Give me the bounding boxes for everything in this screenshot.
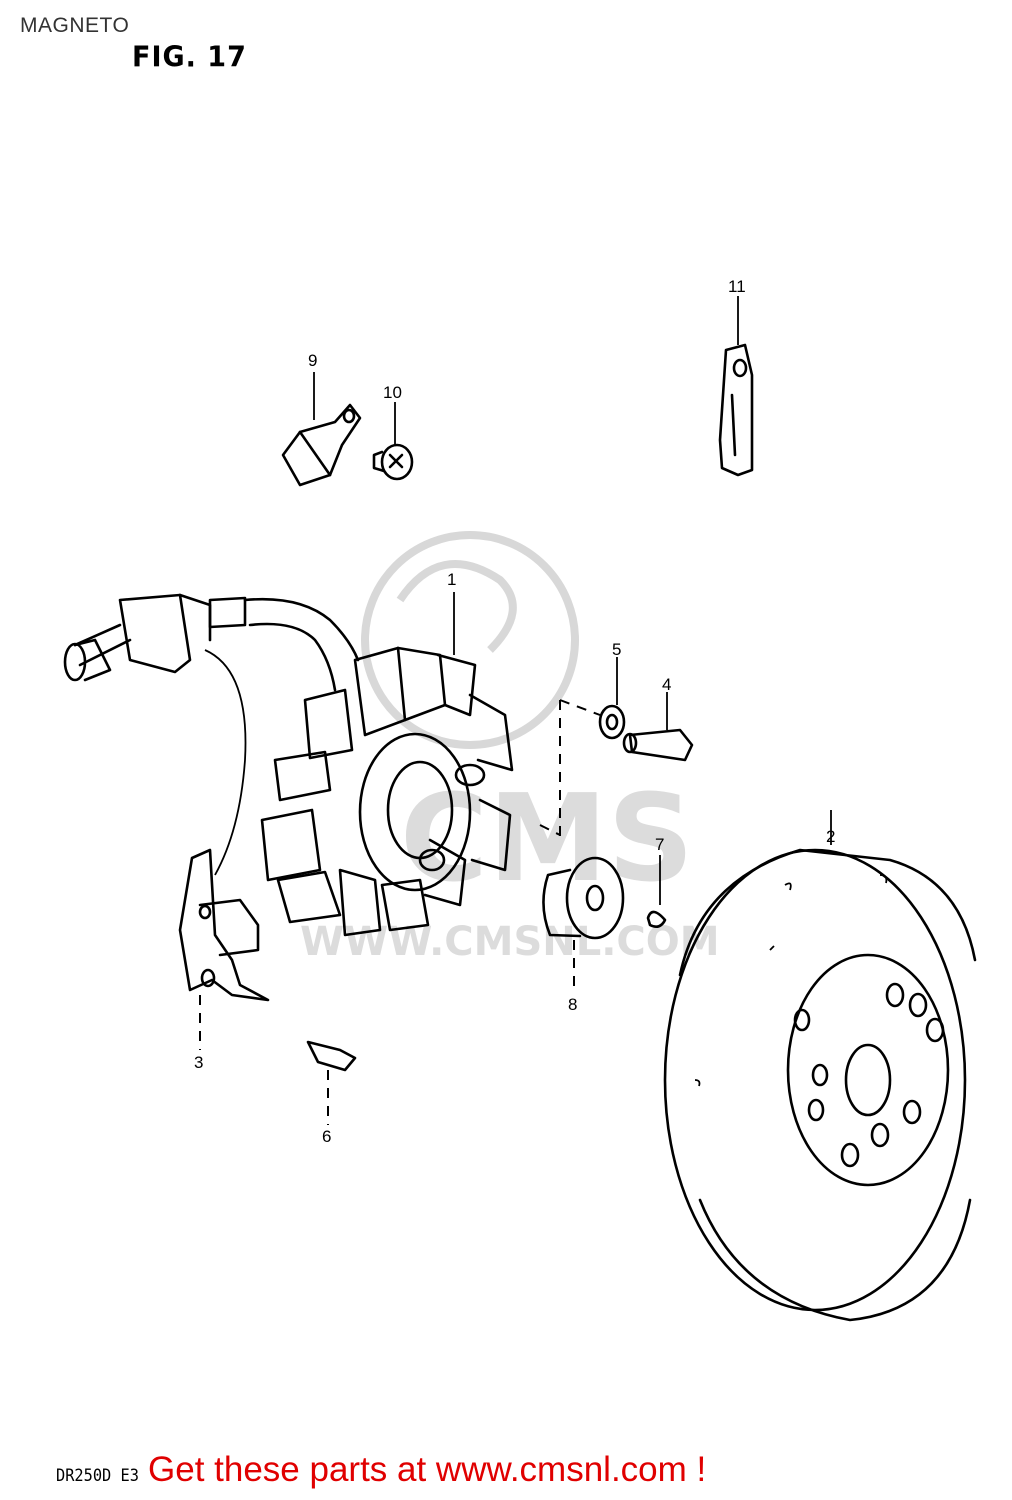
part-2-rotor bbox=[663, 848, 977, 1322]
callout-9: 9 bbox=[308, 351, 317, 370]
part-8-bushing bbox=[542, 856, 625, 940]
callout-2: 2 bbox=[826, 827, 835, 846]
callout-4: 4 bbox=[662, 675, 671, 694]
part-3-pickup-coil bbox=[178, 848, 270, 1002]
model-code: DR250D E3 bbox=[56, 1466, 139, 1486]
part-11-clamp bbox=[718, 343, 754, 477]
callout-10: 10 bbox=[383, 383, 402, 402]
callout-3: 3 bbox=[194, 1053, 203, 1072]
figure-label: FIG. 17 bbox=[132, 41, 247, 74]
callout-6: 6 bbox=[322, 1127, 331, 1146]
callout-11: 11 bbox=[728, 277, 746, 296]
leader-lines bbox=[199, 296, 832, 1125]
cta-link-text[interactable]: Get these parts at www.cmsnl.com ! bbox=[148, 1450, 707, 1489]
part-5-washer bbox=[598, 704, 626, 740]
callout-8: 8 bbox=[568, 995, 577, 1014]
assembly-axis-lines bbox=[539, 699, 601, 840]
part-6-screw bbox=[306, 1040, 357, 1072]
part-4-bolt bbox=[622, 728, 694, 762]
part-1-stator bbox=[63, 593, 514, 937]
part-10-screw bbox=[372, 443, 414, 481]
callout-7: 7 bbox=[655, 835, 664, 854]
part-7-key bbox=[646, 910, 667, 928]
watermark-url-text: WWW.CMSNL.COM bbox=[300, 919, 720, 965]
page-title: MAGNETO bbox=[20, 14, 130, 37]
part-9-clamp bbox=[281, 403, 362, 487]
callout-1: 1 bbox=[447, 570, 456, 589]
callout-5: 5 bbox=[612, 640, 621, 659]
callout-numbers: 1 2 3 4 5 6 7 8 9 10 11 bbox=[194, 277, 835, 1146]
